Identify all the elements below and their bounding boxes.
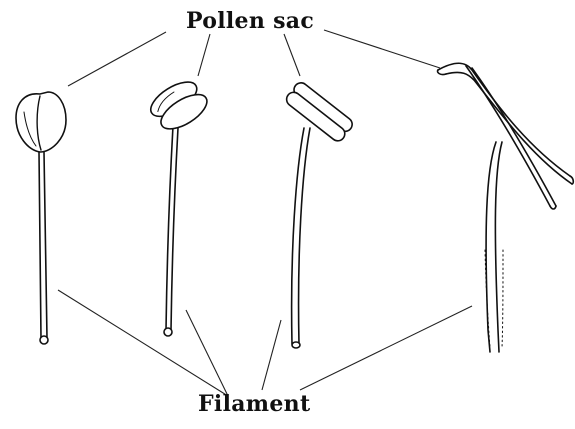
stamen-2-pollen-sac xyxy=(145,74,212,137)
stamen-1 xyxy=(16,92,66,344)
stamen-4 xyxy=(437,63,573,352)
stamen-1-pollen-sac xyxy=(16,92,66,152)
stamen-1-filament xyxy=(39,152,41,338)
stamen-4-pollen-sac xyxy=(437,63,573,209)
stamen-4-sac-tip xyxy=(550,206,556,209)
stamen-3-pollen-sac xyxy=(284,80,355,144)
stamen-1-filament-edge xyxy=(44,152,47,338)
stamen-4-filament-edge xyxy=(495,142,502,352)
pollen-sac-leader-4 xyxy=(324,30,440,68)
filament-leader-4 xyxy=(300,306,472,390)
stamen-4-filament-hairs-2 xyxy=(502,250,503,348)
filament-label: Filament xyxy=(198,391,310,417)
stamen-2-base xyxy=(164,328,172,336)
stamen-2 xyxy=(145,74,212,336)
stamen-4-sac-upper-inner xyxy=(446,72,572,184)
stamen-4-sac-end xyxy=(437,70,446,75)
filament-leaders xyxy=(58,290,472,396)
stamen-4-sac-upper xyxy=(438,63,570,176)
pollen-sac-leader-2 xyxy=(198,34,210,76)
pollen-sac-leaders xyxy=(68,30,440,86)
pollen-sac-leader-1 xyxy=(68,32,166,86)
stamen-1-base xyxy=(40,336,48,344)
pollen-sac-leader-3 xyxy=(284,34,300,76)
stamen-3 xyxy=(284,80,355,348)
stamen-3-filament-edge xyxy=(299,128,310,344)
filament-leader-3 xyxy=(262,320,281,390)
pollen-sac-label: Pollen sac xyxy=(186,8,314,34)
stamen-3-base xyxy=(292,342,300,348)
stamen-4-filament xyxy=(486,142,496,352)
